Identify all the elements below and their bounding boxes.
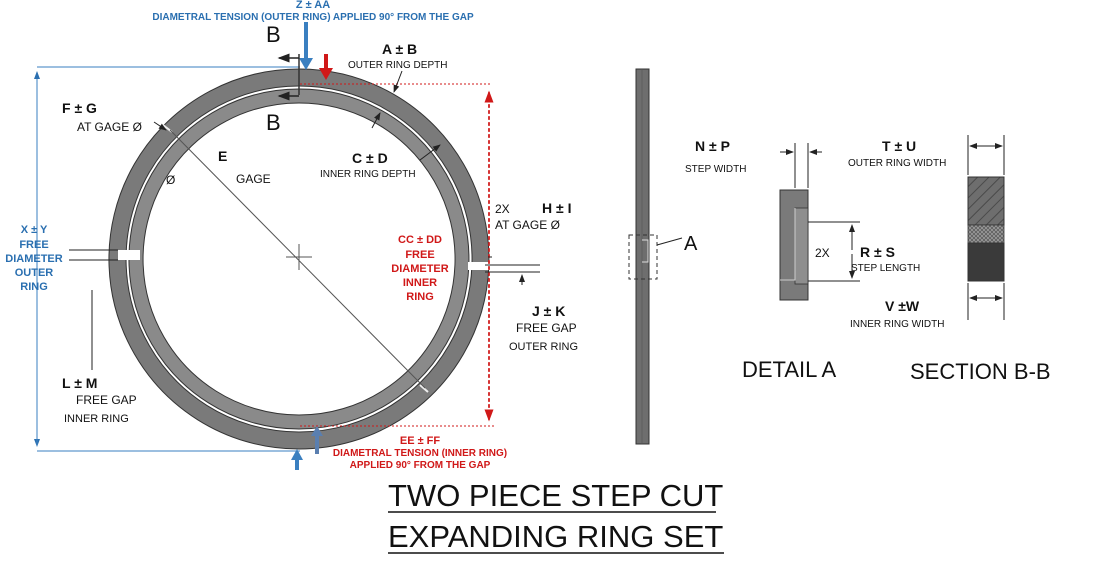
rs-code: R ± S bbox=[860, 244, 895, 260]
hi-code: H ± I bbox=[542, 200, 571, 216]
hi-text: AT GAGE Ø bbox=[495, 218, 560, 232]
dia-symbol: Ø bbox=[166, 173, 175, 187]
section-marker-bottom: B bbox=[266, 110, 281, 135]
bottom-callout-code: EE ± FF bbox=[400, 435, 441, 447]
e-code: E bbox=[218, 148, 227, 164]
section-title: SECTION B-B bbox=[910, 359, 1051, 384]
gage-diameter-line bbox=[169, 129, 426, 389]
outer-dia-line3: OUTER bbox=[15, 267, 54, 279]
section-markers: B B bbox=[266, 22, 300, 135]
side-view: A bbox=[628, 68, 698, 445]
inner-dia-line4: RING bbox=[406, 291, 434, 303]
title-line2: EXPANDING RING SET bbox=[388, 519, 723, 554]
detail-a bbox=[779, 143, 860, 301]
outer-diameter-dimension bbox=[34, 66, 300, 452]
inner-dia-line3: INNER bbox=[403, 277, 437, 289]
bottom-tension-arrows bbox=[291, 426, 323, 470]
right-gap bbox=[468, 262, 490, 270]
fg-text: AT GAGE Ø bbox=[77, 120, 142, 134]
inner-ring bbox=[128, 88, 470, 430]
outer-dia-line2: DIAMETER bbox=[5, 253, 63, 265]
gage-text: GAGE bbox=[236, 172, 271, 186]
bottom-callout-line2: APPLIED 90° FROM THE GAP bbox=[350, 460, 491, 471]
inner-dia-line1: FREE bbox=[405, 249, 434, 261]
ab-text: OUTER RING DEPTH bbox=[348, 60, 447, 71]
leader-lines bbox=[69, 70, 540, 370]
cd-code: C ± D bbox=[352, 150, 388, 166]
fg-code: F ± G bbox=[62, 100, 97, 116]
section-b-b bbox=[967, 135, 1005, 320]
lm-code: L ± M bbox=[62, 375, 97, 391]
hi-prefix: 2X bbox=[495, 202, 510, 216]
detail-title: DETAIL A bbox=[742, 357, 836, 382]
inner-diameter-dimension bbox=[300, 83, 494, 427]
rs-prefix: 2X bbox=[815, 246, 830, 260]
vw-code: V ±W bbox=[885, 298, 920, 314]
rs-text: STEP LENGTH bbox=[851, 263, 920, 274]
section-marker-top: B bbox=[266, 22, 281, 47]
top-callout-text: DIAMETRAL TENSION (OUTER RING) APPLIED 9… bbox=[152, 12, 474, 23]
vw-text: INNER RING WIDTH bbox=[850, 319, 944, 330]
outer-ring bbox=[108, 68, 490, 450]
inner-dia-code: CC ± DD bbox=[398, 234, 442, 246]
lm-text1: FREE GAP bbox=[76, 393, 137, 407]
lm-text2: INNER RING bbox=[64, 413, 129, 425]
np-text: STEP WIDTH bbox=[685, 164, 746, 175]
jk-text1: FREE GAP bbox=[516, 321, 577, 335]
jk-code: J ± K bbox=[532, 303, 565, 319]
left-gap bbox=[118, 250, 140, 260]
outer-dia-line1: FREE bbox=[19, 239, 48, 251]
cd-text: INNER RING DEPTH bbox=[320, 169, 416, 180]
detail-a-box bbox=[628, 234, 658, 280]
ab-code: A ± B bbox=[382, 41, 417, 57]
ring-front-view bbox=[108, 68, 490, 450]
top-tension-arrows bbox=[299, 22, 333, 80]
title-line1: TWO PIECE STEP CUT bbox=[388, 478, 723, 513]
outer-dia-code: X ± Y bbox=[21, 224, 48, 236]
bottom-callout-line1: DIAMETRAL TENSION (INNER RING) bbox=[333, 448, 507, 459]
np-code: N ± P bbox=[695, 138, 730, 154]
outer-dia-line4: RING bbox=[20, 281, 48, 293]
tu-code: T ± U bbox=[882, 138, 916, 154]
top-callout-code: Z ± AA bbox=[296, 0, 330, 11]
tu-text: OUTER RING WIDTH bbox=[848, 158, 946, 169]
inner-dia-line2: DIAMETER bbox=[391, 263, 449, 275]
jk-text2: OUTER RING bbox=[509, 341, 578, 353]
detail-ref: A bbox=[684, 233, 698, 255]
